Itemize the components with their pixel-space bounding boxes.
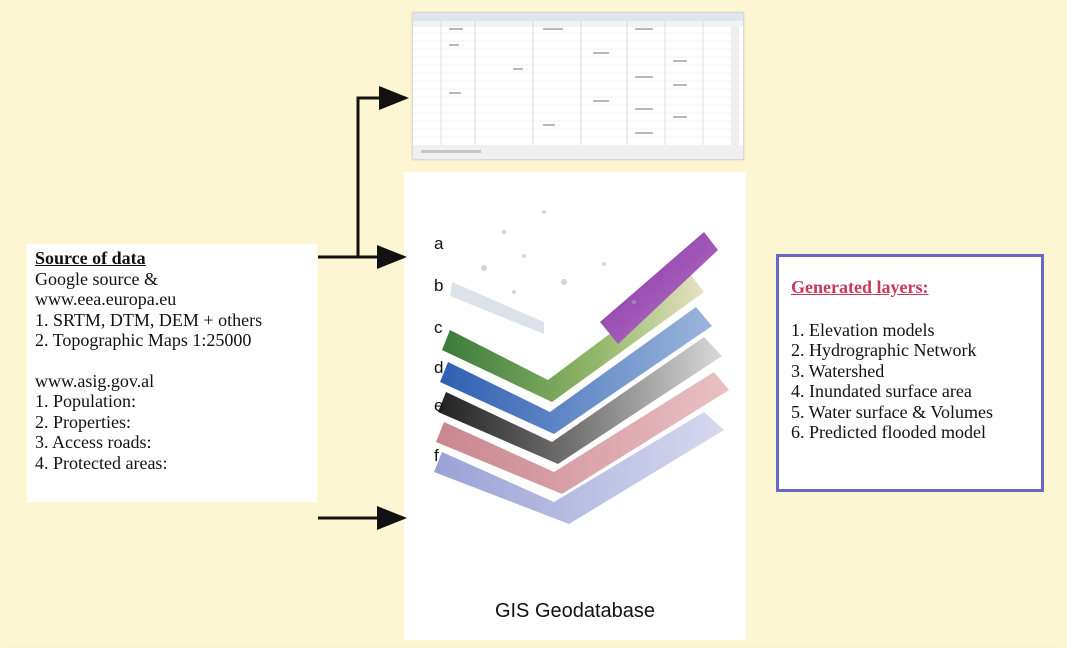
layer-label-d: d <box>434 358 444 377</box>
layer-label-a: a <box>434 234 444 253</box>
generated-layer-item: 3. Watershed <box>791 360 885 381</box>
gis-layers-graphic <box>434 210 729 524</box>
generated-layer-item: 2. Hydrographic Network <box>791 340 977 360</box>
source-of-data-box: Source of data Google source & www.eea.e… <box>27 244 317 502</box>
source-line: 1. Population: <box>35 391 137 411</box>
layer-label-f: f <box>434 446 439 465</box>
arrow-to-table <box>356 86 409 257</box>
gis-geodatabase-panel: a b c d e f GIS Geodatabase <box>404 172 746 640</box>
generated-layer-item: 6. Predicted flooded model <box>791 422 986 442</box>
source-title: Source of data <box>35 248 146 268</box>
source-line: www.eea.europa.eu <box>35 289 177 309</box>
generated-layers-title: Generated layers: <box>791 277 929 297</box>
source-line: Google source & <box>35 268 158 289</box>
source-line: 4. Protected areas: <box>35 452 168 473</box>
generated-layer-item: 1. Elevation models <box>791 319 935 340</box>
generated-layers-box: Generated layers: 1. Elevation models 2.… <box>776 254 1044 492</box>
source-line: www.asig.gov.al <box>35 370 155 391</box>
layer-label-e: e <box>434 396 444 415</box>
source-line: 2. Properties: <box>35 411 131 432</box>
attribute-table-image <box>412 12 744 160</box>
layer-label-b: b <box>434 276 444 295</box>
gis-geodatabase-label: GIS Geodatabase <box>494 600 656 622</box>
layer-label-c: c <box>434 318 443 337</box>
source-line: 2. Topographic Maps 1:25000 <box>35 330 252 350</box>
attribute-table-graphic <box>413 13 743 159</box>
source-line: 1. SRTM, DTM, DEM + others <box>35 309 263 330</box>
generated-layer-item: 5. Water surface & Volumes <box>791 401 994 422</box>
generated-layer-item: 4. Inundated surface area <box>791 381 972 401</box>
source-line: 3. Access roads: <box>35 432 152 452</box>
